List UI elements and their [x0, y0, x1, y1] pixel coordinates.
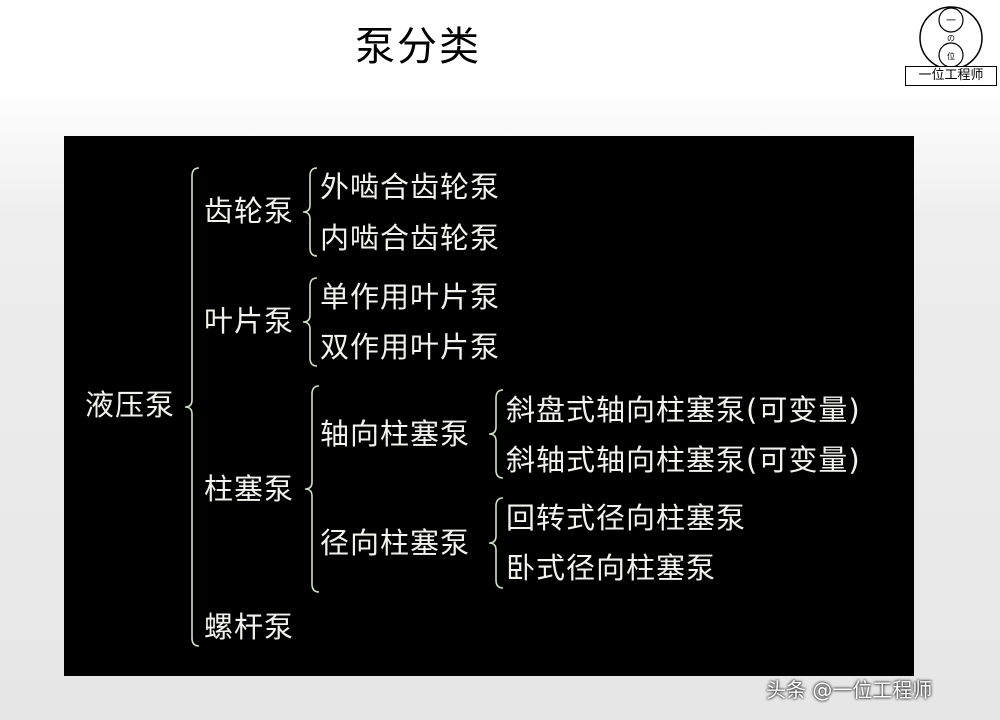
node-rotary-radial: 回转式径向柱塞泵	[506, 501, 747, 535]
node-vane-pump: 叶片泵	[204, 304, 295, 338]
node-gear-pump: 齿轮泵	[204, 194, 295, 228]
logo-bottom-char: 位	[947, 51, 955, 61]
logo-top-char: 一	[946, 16, 956, 27]
node-radial-piston: 径向柱塞泵	[320, 526, 471, 560]
node-double-vane: 双作用叶片泵	[320, 330, 501, 364]
slide-title: 泵分类	[355, 24, 481, 70]
node-single-vane: 单作用叶片泵	[320, 280, 501, 314]
node-external-gear: 外啮合齿轮泵	[320, 170, 501, 204]
node-axial-piston: 轴向柱塞泵	[320, 417, 471, 451]
node-horizontal-radial: 卧式径向柱塞泵	[506, 551, 717, 585]
node-piston-pump: 柱塞泵	[204, 472, 295, 506]
node-internal-gear: 内啮合齿轮泵	[320, 221, 501, 255]
logo-icon: 一 の 位	[919, 6, 983, 70]
node-bent-axis: 斜轴式轴向柱塞泵(可变量)	[506, 443, 861, 477]
node-screw-pump: 螺杆泵	[204, 610, 295, 644]
node-swashplate: 斜盘式轴向柱塞泵(可变量)	[506, 393, 861, 427]
logo-text: 一位工程师	[905, 66, 997, 86]
node-root: 液压泵	[85, 388, 176, 422]
logo-mid-char: の	[947, 34, 955, 43]
watermark: 头条 @一位工程师	[766, 678, 933, 702]
